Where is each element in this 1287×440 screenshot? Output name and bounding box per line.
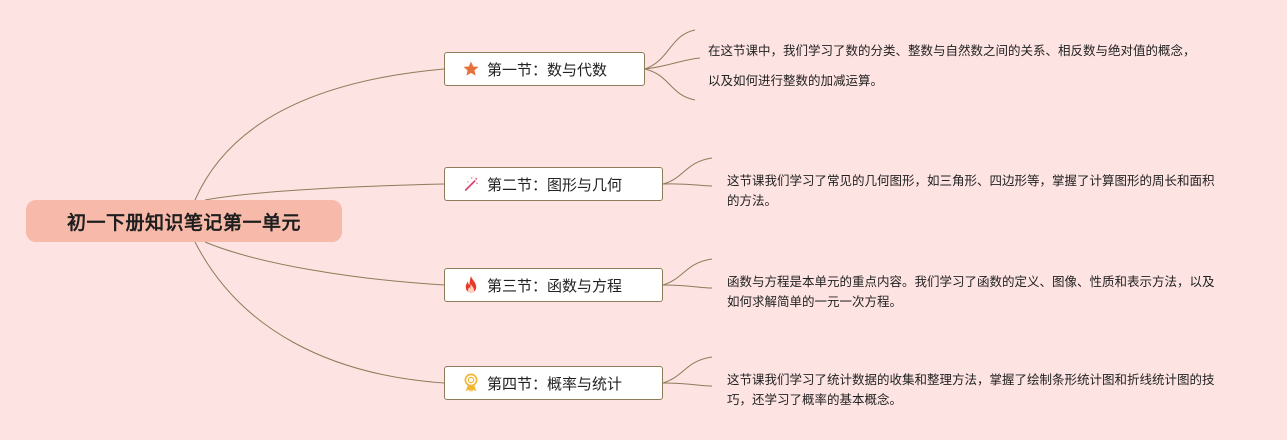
note-text: 在这节课中，我们学习了数的分类、整数与自然数之间的关系、相反数与绝对值的概念， <box>708 43 1196 58</box>
section-1-notes: 在这节课中，我们学习了数的分类、整数与自然数之间的关系、相反数与绝对值的概念， … <box>708 41 1208 91</box>
connector-section-2-note-a <box>662 157 713 185</box>
root-topic-label: 初一下册知识笔记第一单元 <box>66 211 301 234</box>
connector-root-section-4 <box>194 241 445 384</box>
section-3-notes: 函数与方程是本单元的重点内容。我们学习了函数的定义、图像、性质和表示方法，以及如… <box>727 272 1222 312</box>
flame-icon <box>461 275 481 295</box>
connector-section-3-note-a <box>662 258 713 286</box>
section-node-2[interactable]: 第二节：图形与几何 <box>444 167 663 201</box>
note-text: 以及如何进行整数的加减运算。 <box>708 73 884 88</box>
section-title: 第三节：函数与方程 <box>487 276 623 295</box>
section-2-notes: 这节课我们学习了常见的几何图形，如三角形、四边形等，掌握了计算图形的周长和面积的… <box>727 171 1222 211</box>
connector-root-section-1 <box>194 68 445 201</box>
connector-section-3-note-b <box>662 284 713 289</box>
section-4-notes: 这节课我们学习了统计数据的收集和整理方法，掌握了绘制条形统计图和折线统计图的技巧… <box>727 370 1222 410</box>
note-text: 函数与方程是本单元的重点内容。我们学习了函数的定义、图像、性质和表示方法，以及如… <box>727 274 1215 309</box>
section-title: 第二节：图形与几何 <box>487 175 623 194</box>
section-title: 第一节：数与代数 <box>487 60 608 79</box>
section-node-4[interactable]: 第四节：概率与统计 <box>444 366 663 400</box>
note-text: 这节课我们学习了常见的几何图形，如三角形、四边形等，掌握了计算图形的周长和面积的… <box>727 173 1215 208</box>
connector-root-section-2 <box>204 183 445 201</box>
connector-section-1-note-c <box>644 68 696 101</box>
section-title: 第四节：概率与统计 <box>487 374 623 393</box>
root-topic[interactable]: 初一下册知识笔记第一单元 <box>26 200 342 242</box>
award-ribbon-icon <box>461 373 481 393</box>
note-text: 这节课我们学习了统计数据的收集和整理方法，掌握了绘制条形统计图和折线统计图的技巧… <box>727 372 1215 407</box>
connector-root-section-3 <box>204 241 445 286</box>
connector-section-1-note-a <box>644 29 696 70</box>
section-node-3[interactable]: 第三节：函数与方程 <box>444 268 663 302</box>
connector-section-4-note-b <box>662 382 713 387</box>
connector-section-1-note-b <box>644 57 701 70</box>
magic-wand-icon <box>461 174 481 194</box>
connector-section-2-note-b <box>662 183 713 187</box>
connector-section-4-note-a <box>662 356 713 384</box>
star-icon <box>461 59 481 79</box>
section-node-1[interactable]: 第一节：数与代数 <box>444 52 645 86</box>
